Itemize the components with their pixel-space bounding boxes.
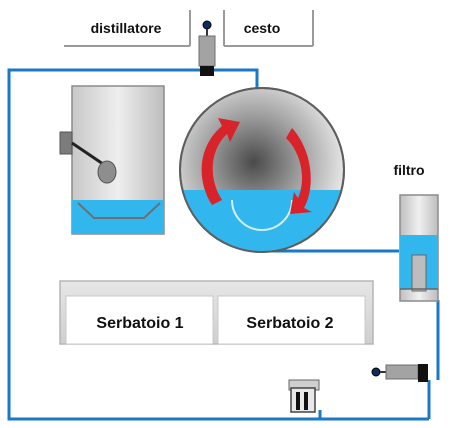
label-distiller: distillatore <box>91 20 162 36</box>
storage-tanks: Serbatoio 1 Serbatoio 2 <box>59 280 374 345</box>
pump-icon <box>288 379 320 413</box>
lower-valve-icon <box>371 364 428 382</box>
pipe-loop <box>7 68 440 421</box>
filter-unit <box>399 194 439 302</box>
label-tank-1: Serbatoio 1 <box>96 315 183 332</box>
label-tank-2: Serbatoio 2 <box>246 315 333 332</box>
distiller-unit <box>59 85 165 235</box>
label-basket: cesto <box>244 20 281 36</box>
header-labels: distillatore cesto <box>64 10 314 47</box>
label-filter: filtro <box>393 162 424 178</box>
top-valve-icon <box>198 20 216 76</box>
rotation-arrows-icon <box>201 118 312 214</box>
